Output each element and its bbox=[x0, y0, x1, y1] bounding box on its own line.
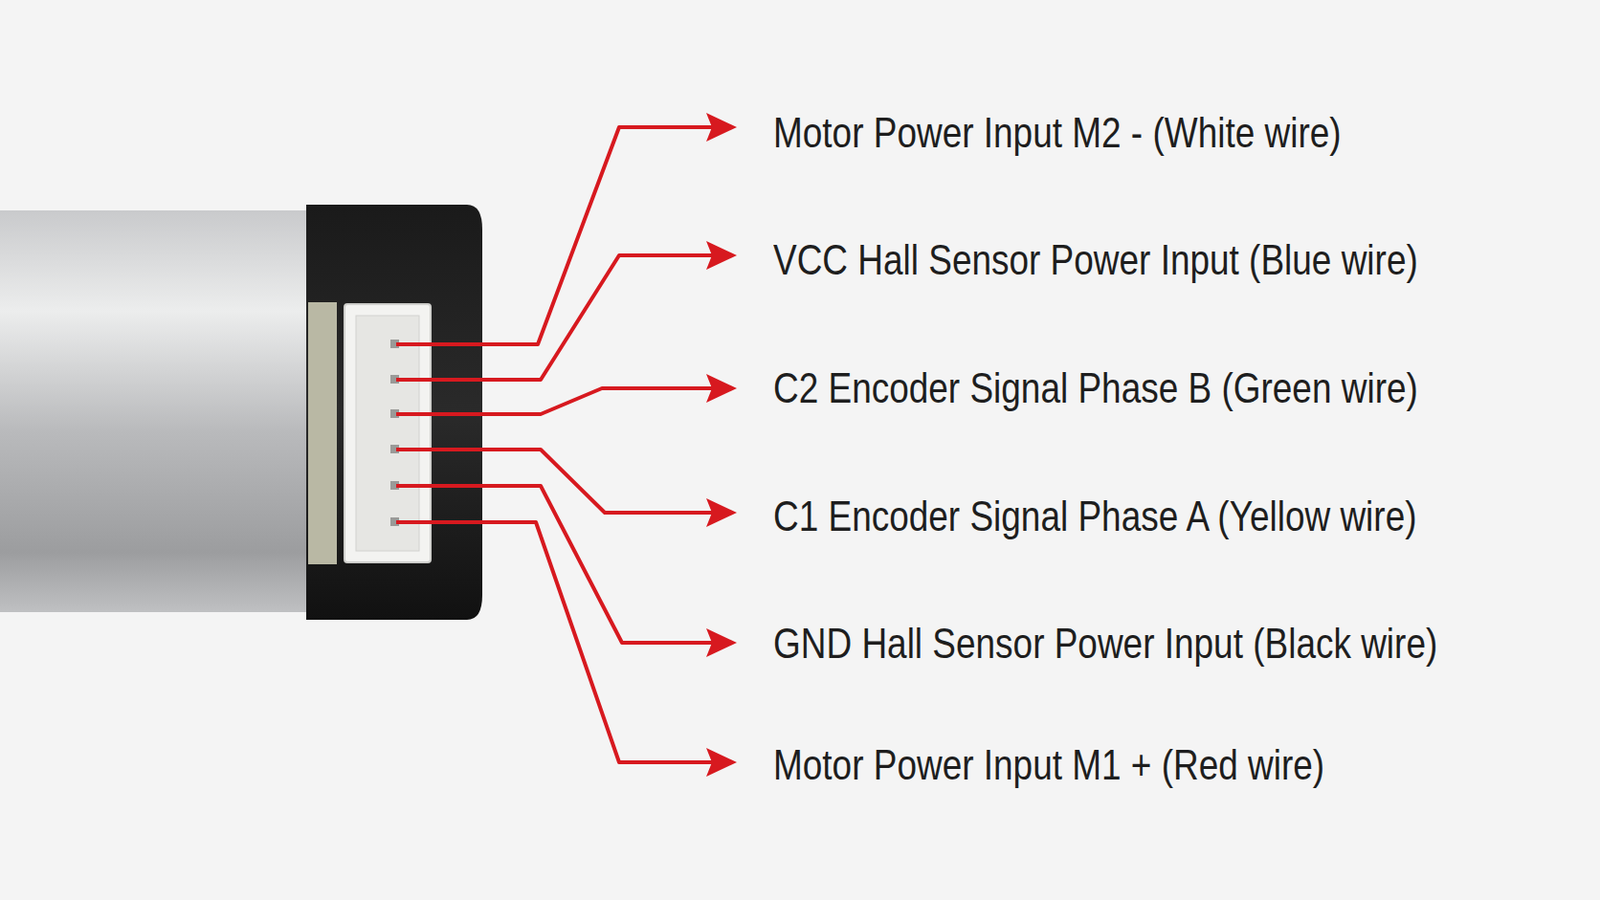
connector-inner bbox=[355, 315, 420, 552]
pin-label: C1 Encoder Signal Phase A (Yellow wire) bbox=[773, 491, 1417, 542]
motor-body bbox=[0, 210, 316, 613]
pin-label: Motor Power Input M1 + (Red wire) bbox=[773, 740, 1325, 791]
arrowheads bbox=[706, 112, 737, 778]
pin-label: Motor Power Input M2 - (White wire) bbox=[773, 108, 1342, 158]
pin-label: C2 Encoder Signal Phase B (Green wire) bbox=[773, 363, 1419, 414]
pin-label: VCC Hall Sensor Power Input (Blue wire) bbox=[773, 235, 1419, 286]
connector-pins bbox=[390, 339, 400, 527]
pcb-edge bbox=[308, 302, 337, 565]
leader-lines bbox=[396, 127, 716, 763]
pin-label: GND Hall Sensor Power Input (Black wire) bbox=[773, 619, 1438, 669]
